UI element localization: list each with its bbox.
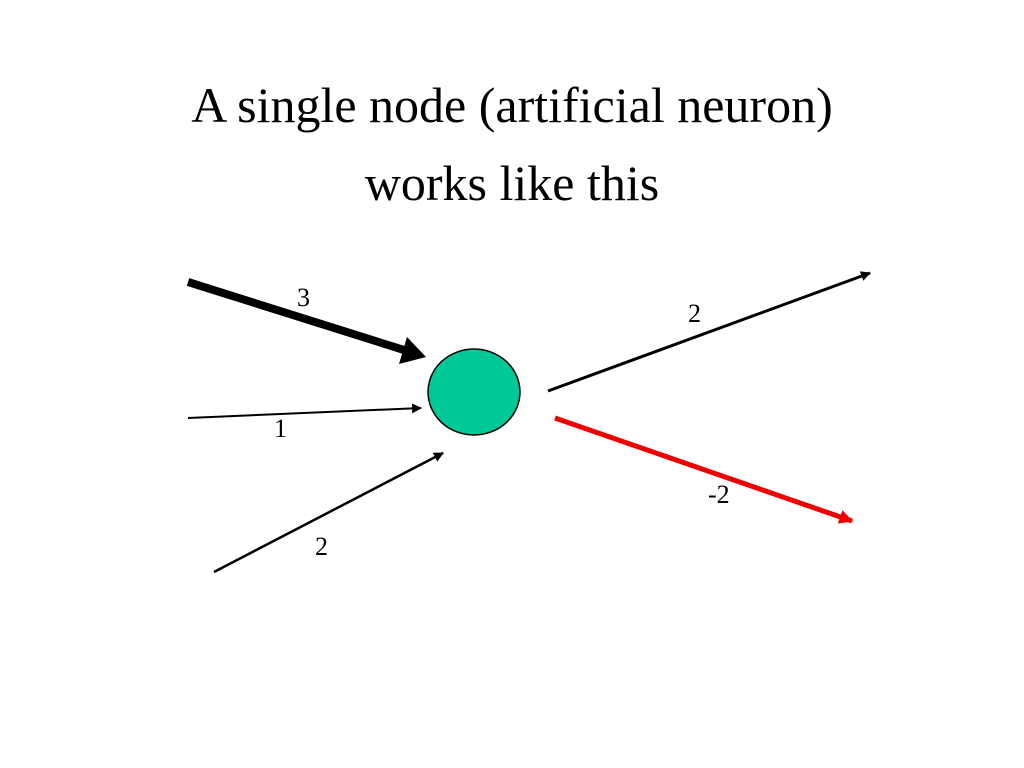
- input-edge-1-arrowhead: [399, 337, 426, 364]
- input-edge-2: 1: [187, 403, 422, 443]
- output-weight-2-label: -2: [708, 480, 730, 509]
- input-weight-2-label: 1: [274, 414, 287, 443]
- output-edge-2: -2: [554, 415, 854, 524]
- output-edge-1-line: [547, 271, 871, 393]
- input-weight-1-label: 3: [297, 283, 310, 312]
- input-weight-3-label: 2: [315, 532, 328, 561]
- slide-title: A single node (artificial neuron) works …: [62, 66, 962, 222]
- output-edge-1: 2: [547, 271, 871, 393]
- input-edge-1-line: [186, 278, 406, 354]
- output-edge-2-line: [554, 415, 854, 524]
- output-weight-1-label: 2: [688, 299, 701, 328]
- title-line-2: works like this: [364, 155, 660, 211]
- input-edge-3: 2: [213, 451, 444, 574]
- title-line-1: A single node (artificial neuron): [191, 77, 833, 133]
- input-edge-3-line: [213, 451, 444, 574]
- input-edge-2-line: [187, 403, 422, 419]
- neuron-node: [427, 348, 521, 436]
- input-edge-1: 3: [186, 278, 426, 364]
